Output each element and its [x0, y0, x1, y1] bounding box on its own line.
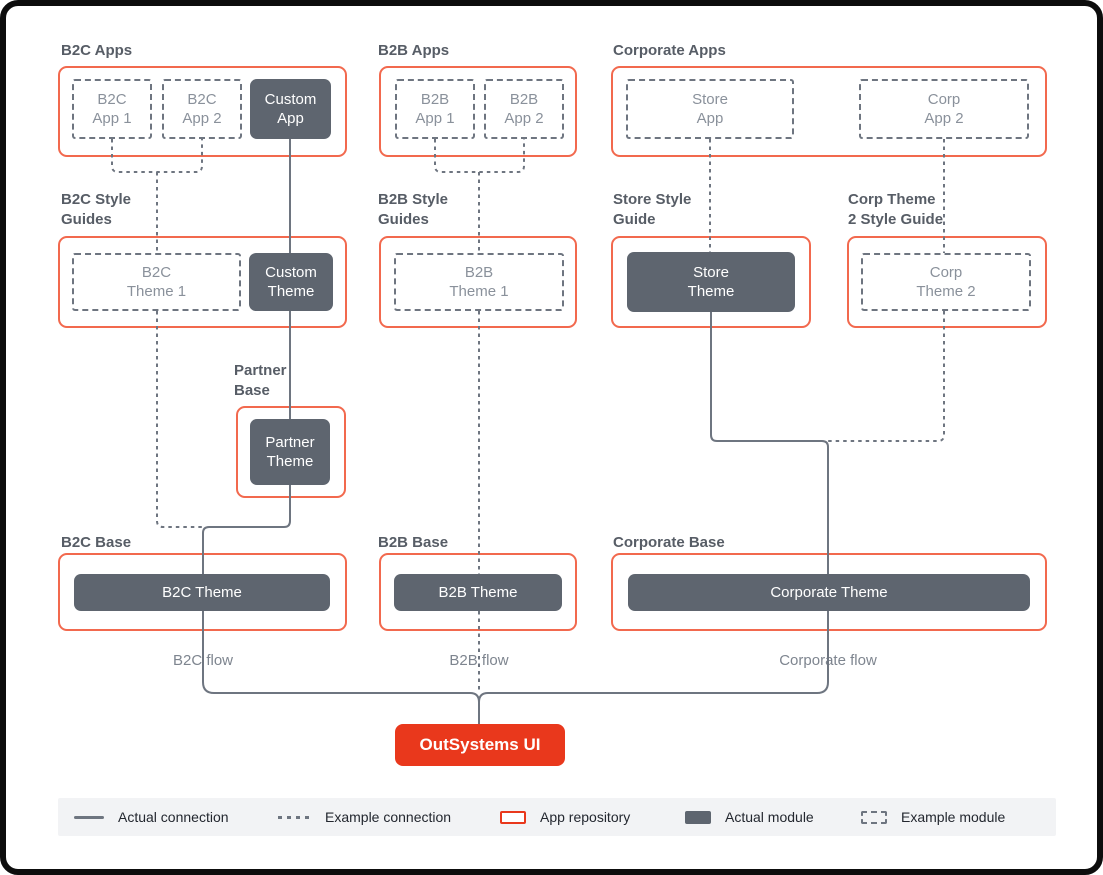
section-label-b2b-style-guides: B2B Style Guides [378, 191, 449, 228]
repository-swatch [500, 810, 526, 824]
outsystems-ui-node: OutSystems UI [395, 724, 565, 766]
module-b2b-app-2: B2B App 2 [484, 79, 564, 139]
repository-corporate-base [611, 553, 1047, 631]
repository-partner-base [236, 406, 346, 498]
section-label-b2c-base: B2C Base [61, 534, 132, 551]
module-corp-app-2: Corp App 2 [859, 79, 1029, 139]
module-b2c-app-1: B2C App 1 [72, 79, 152, 139]
section-label-b2b-apps: B2B Apps [378, 42, 450, 59]
section-label-b2c-apps: B2C Apps [61, 42, 133, 59]
module-b2b-theme: B2B Theme [394, 574, 562, 611]
module-b2b-theme-1: B2B Theme 1 [394, 253, 564, 311]
section-label-partner-base: Partner Base [234, 362, 287, 399]
example-module-swatch [861, 810, 887, 824]
legend-label: Actual module [725, 809, 814, 825]
section-label-store-style-guide: Store Style Guide [613, 191, 692, 228]
flow-label-b2b: B2B flow [449, 652, 509, 669]
legend-item-example-connection: Example connection [278, 798, 451, 836]
section-label-corporate-apps: Corporate Apps [613, 42, 726, 59]
module-store-theme: Store Theme [627, 252, 795, 312]
module-partner-theme: Partner Theme [250, 419, 330, 485]
section-label-corp-theme-2-style-guide: Corp Theme 2 Style Guide [848, 191, 944, 228]
flow-label-corporate: Corporate flow [779, 652, 877, 669]
legend-item-app-repository: App repository [500, 798, 630, 836]
line-b2c-theme1-to-base [156, 311, 203, 528]
legend-label: Actual connection [118, 809, 229, 825]
module-store-app: Store App [626, 79, 794, 139]
module-corp-theme-2: Corp Theme 2 [861, 253, 1031, 311]
module-b2c-app-2: B2C App 2 [162, 79, 242, 139]
module-corporate-theme: Corporate Theme [628, 574, 1030, 611]
section-label-b2b-base: B2B Base [378, 534, 449, 551]
module-custom-theme: Custom Theme [249, 253, 333, 311]
module-custom-app: Custom App [250, 79, 331, 139]
line-corp-theme2-to-base [828, 311, 945, 442]
section-label-b2c-style-guides: B2C Style Guides [61, 191, 132, 228]
legend-label: Example connection [325, 809, 452, 825]
module-b2b-app-1: B2B App 1 [395, 79, 475, 139]
legend-item-actual-connection: Actual connection [74, 798, 229, 836]
repository-corporate-apps [611, 66, 1047, 157]
legend-item-actual-module: Actual module [685, 798, 814, 836]
repository-corp-theme-2-style-guide [847, 236, 1047, 328]
legend-bar: Actual connection Example connection App… [58, 798, 1056, 836]
line-store-theme-to-corp-base [710, 311, 829, 574]
dashed-line-swatch [278, 815, 311, 819]
actual-module-swatch [685, 810, 711, 824]
solid-line-swatch [74, 815, 104, 819]
flow-label-b2c: B2C flow [172, 652, 234, 669]
module-b2c-theme: B2C Theme [74, 574, 330, 611]
section-label-corporate-base: Corporate Base [613, 534, 725, 551]
legend-label: App repository [540, 809, 631, 825]
legend-label: Example module [901, 809, 1006, 825]
module-b2c-theme-1: B2C Theme 1 [72, 253, 241, 311]
legend-item-example-module: Example module [861, 798, 1005, 836]
